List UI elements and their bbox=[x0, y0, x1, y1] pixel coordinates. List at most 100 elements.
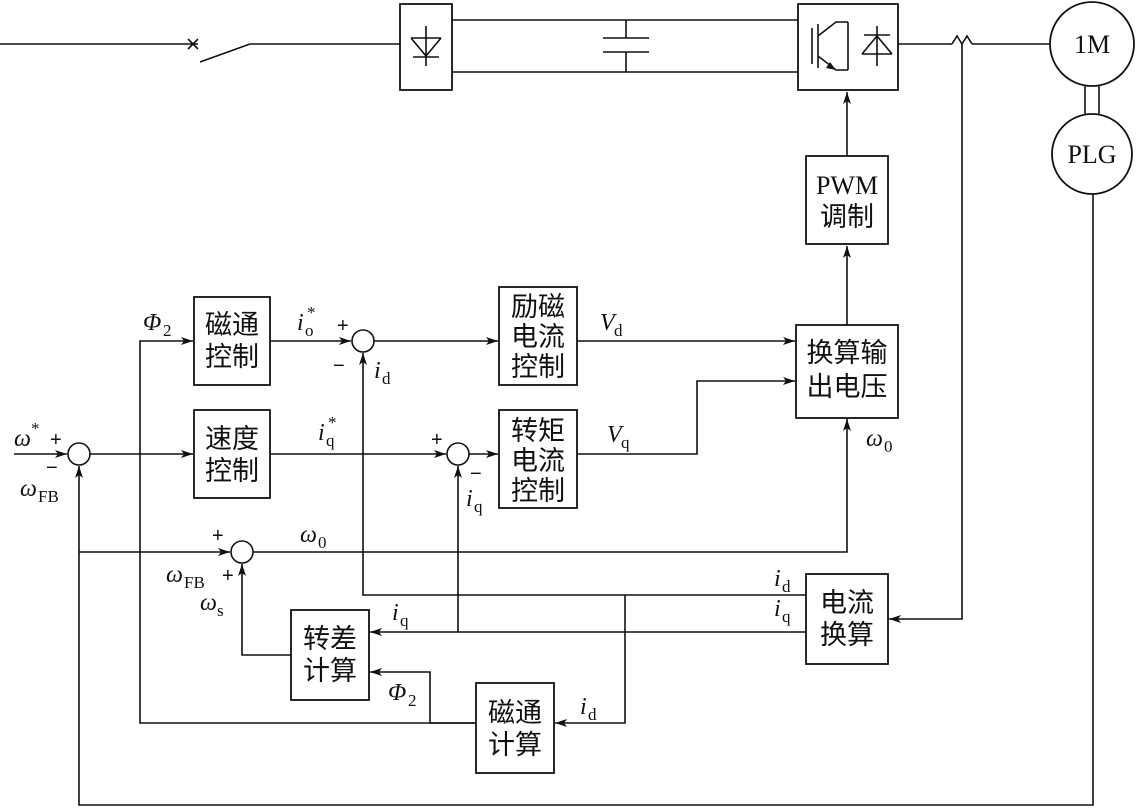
svg-text:i: i bbox=[580, 694, 587, 720]
speed-sum-minus: − bbox=[46, 457, 58, 479]
svg-text:励磁: 励磁 bbox=[511, 292, 565, 323]
svg-text:V: V bbox=[600, 310, 617, 336]
label-vq: V q bbox=[607, 422, 630, 452]
svg-text:s: s bbox=[217, 601, 224, 620]
svg-text:计算: 计算 bbox=[488, 730, 542, 761]
svg-text:o: o bbox=[305, 321, 314, 340]
svg-text:ω: ω bbox=[866, 426, 883, 452]
label-id-flux-calc: i d bbox=[580, 694, 597, 724]
svg-text:i: i bbox=[466, 486, 473, 512]
label-omega-ref: ω * bbox=[14, 419, 40, 452]
svg-text:V: V bbox=[607, 422, 624, 448]
iq-sum-plus: + bbox=[431, 429, 443, 451]
svg-text:i: i bbox=[318, 420, 325, 446]
pwm-modulation-block: PWM 调制 bbox=[805, 155, 889, 245]
svg-text:i: i bbox=[297, 310, 304, 336]
svg-text:计算: 计算 bbox=[303, 656, 357, 687]
label-omega-fb-left: ω FB bbox=[20, 476, 59, 506]
svg-text:Φ: Φ bbox=[143, 310, 161, 336]
current-calculation-block: 电流 换算 bbox=[805, 573, 889, 665]
svg-text:调制: 调制 bbox=[820, 202, 874, 233]
svg-text:*: * bbox=[307, 303, 316, 322]
motor-label: 1M bbox=[1074, 30, 1110, 59]
svg-text:*: * bbox=[31, 419, 40, 438]
power-stage: 1M PLG bbox=[0, 1, 1135, 195]
svg-text:转矩: 转矩 bbox=[511, 416, 565, 447]
svg-text:q: q bbox=[782, 607, 791, 626]
svg-text:i: i bbox=[374, 358, 381, 384]
iq-sum-minus: − bbox=[470, 463, 482, 485]
svg-text:FB: FB bbox=[38, 487, 59, 506]
svg-text:磁通: 磁通 bbox=[488, 698, 542, 729]
output-voltage-conversion-block: 换算输 出电压 bbox=[795, 324, 899, 419]
omega-s-arrow bbox=[238, 564, 291, 656]
svg-text:换算输: 换算输 bbox=[807, 338, 888, 369]
svg-text:ω: ω bbox=[200, 590, 217, 616]
svg-text:0: 0 bbox=[318, 533, 327, 552]
svg-text:控制: 控制 bbox=[511, 476, 565, 507]
svg-text:ω: ω bbox=[166, 562, 183, 588]
label-io-ref: i o * bbox=[297, 303, 316, 340]
rectifier bbox=[399, 3, 453, 91]
svg-text:i: i bbox=[392, 600, 399, 626]
svg-text:i: i bbox=[774, 566, 781, 592]
label-vd: V d bbox=[600, 310, 623, 340]
flux-calculation-block: 磁通 计算 bbox=[475, 682, 555, 774]
speed-sum-plus: + bbox=[50, 429, 62, 451]
label-omega0-line: ω 0 bbox=[300, 522, 327, 552]
svg-text:控制: 控制 bbox=[205, 342, 259, 373]
speed-control-block: 速度 控制 bbox=[193, 409, 271, 499]
label-omega-fb-mid: ω FB bbox=[166, 562, 205, 592]
id-to-flux-calc-arrow bbox=[555, 595, 626, 727]
phi2-to-slip-arrow bbox=[370, 668, 476, 724]
id-sum-minus: − bbox=[333, 355, 345, 377]
breaker-switch bbox=[199, 43, 251, 63]
omega0-summing-junction bbox=[230, 540, 254, 564]
label-phi2-flux-control: Φ 2 bbox=[143, 310, 172, 340]
svg-text:0: 0 bbox=[884, 437, 893, 456]
svg-text:ω: ω bbox=[300, 522, 317, 548]
svg-text:d: d bbox=[614, 321, 623, 340]
line-crossover bbox=[951, 34, 973, 46]
svg-text:ω: ω bbox=[14, 426, 31, 452]
omega0-sum-plus-bottom: + bbox=[222, 565, 234, 587]
dc-link-capacitor bbox=[603, 20, 649, 72]
svg-text:2: 2 bbox=[163, 321, 172, 340]
inverter-igbt bbox=[797, 3, 899, 91]
motor: 1M bbox=[1049, 1, 1135, 87]
vq-arrow bbox=[577, 377, 795, 455]
svg-text:控制: 控制 bbox=[205, 456, 259, 487]
encoder-label: PLG bbox=[1067, 140, 1116, 169]
svg-text:ω: ω bbox=[20, 476, 37, 502]
svg-text:d: d bbox=[382, 369, 391, 388]
current-sense-arrow bbox=[889, 44, 963, 623]
label-phi2-slip: Φ 2 bbox=[388, 680, 417, 710]
label-iq-slip: i q bbox=[392, 600, 409, 630]
svg-text:电流: 电流 bbox=[511, 446, 565, 477]
svg-text:换算: 换算 bbox=[820, 620, 874, 651]
id-feedback-arrow bbox=[359, 353, 806, 596]
svg-text:i: i bbox=[774, 596, 781, 622]
label-omega-s: ω s bbox=[200, 590, 224, 620]
encoder-feedback-arrow bbox=[75, 194, 1094, 806]
slip-calculation-block: 转差 计算 bbox=[290, 609, 370, 701]
svg-text:电流: 电流 bbox=[820, 588, 874, 619]
svg-text:控制: 控制 bbox=[511, 352, 565, 383]
svg-text:q: q bbox=[326, 431, 335, 450]
torque-current-control-block: 转矩 电流 控制 bbox=[498, 409, 578, 509]
svg-text:d: d bbox=[782, 577, 791, 596]
id-sum-plus: + bbox=[337, 315, 349, 337]
label-id-feedback: i d bbox=[374, 358, 391, 388]
phi2-to-flux-control-arrow bbox=[139, 337, 476, 724]
svg-text:2: 2 bbox=[408, 691, 417, 710]
iq-summing-junction bbox=[446, 442, 470, 466]
label-iq-output: i q bbox=[774, 596, 791, 626]
svg-text:q: q bbox=[474, 497, 483, 516]
svg-text:d: d bbox=[588, 705, 597, 724]
svg-text:PWM: PWM bbox=[816, 171, 878, 200]
svg-text:Φ: Φ bbox=[388, 680, 406, 706]
omega0-sum-plus-left: + bbox=[212, 525, 224, 547]
excitation-current-control-block: 励磁 电流 控制 bbox=[498, 286, 578, 386]
id-summing-junction bbox=[351, 329, 375, 353]
